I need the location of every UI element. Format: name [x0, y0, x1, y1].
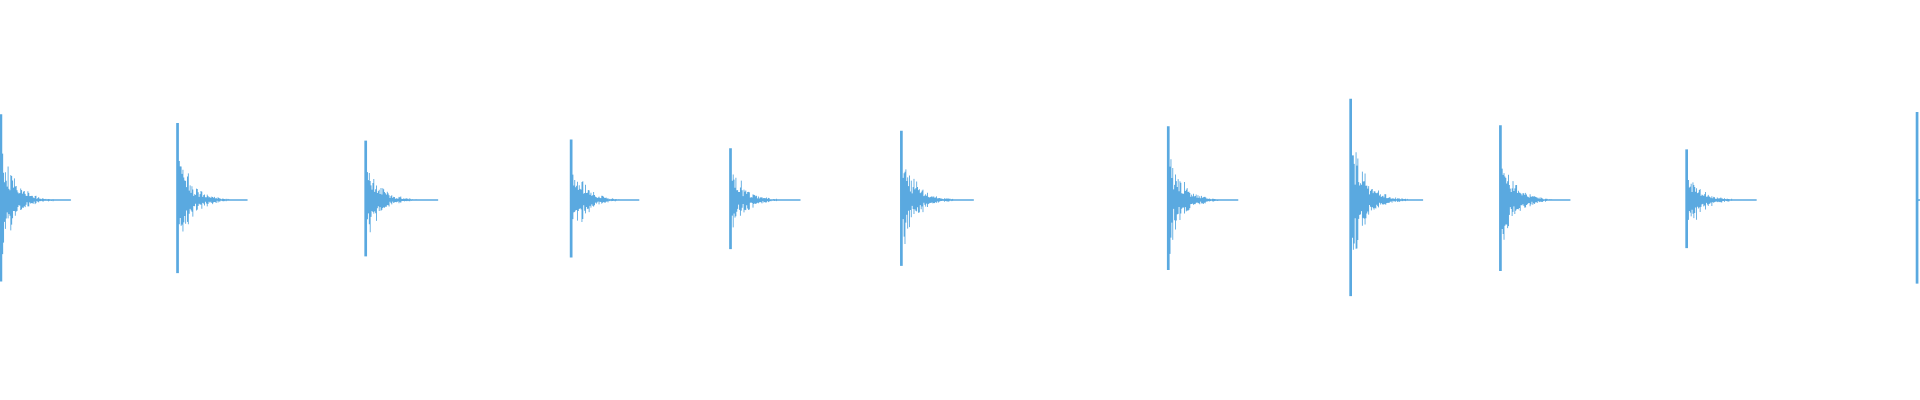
waveform-transient: [729, 148, 801, 250]
waveform-transient-body: [1685, 149, 1757, 249]
waveform-transient: [1685, 149, 1757, 249]
waveform-transient-body: [1915, 112, 1920, 284]
waveform-transient: [569, 139, 640, 258]
waveform-transient-body: [1166, 126, 1239, 271]
waveform-transient: [1349, 98, 1424, 297]
waveform-transient: [1915, 112, 1920, 284]
waveform-transient-body: [729, 148, 801, 250]
waveform-transient: [176, 123, 248, 274]
waveform-transient: [1499, 125, 1571, 272]
waveform-transient-body: [176, 123, 248, 274]
waveform-transient-body: [1349, 98, 1424, 297]
waveform-transient: [364, 140, 439, 257]
waveform-transient-body: [0, 114, 71, 282]
waveform-transient-body: [569, 139, 640, 258]
waveform-transient: [1166, 126, 1239, 271]
waveform-transient: [900, 130, 974, 266]
waveform-transient-body: [364, 140, 439, 257]
waveform-transient-body: [900, 130, 974, 266]
waveform-transient-body: [1499, 125, 1571, 272]
waveform-transient: [0, 114, 72, 282]
